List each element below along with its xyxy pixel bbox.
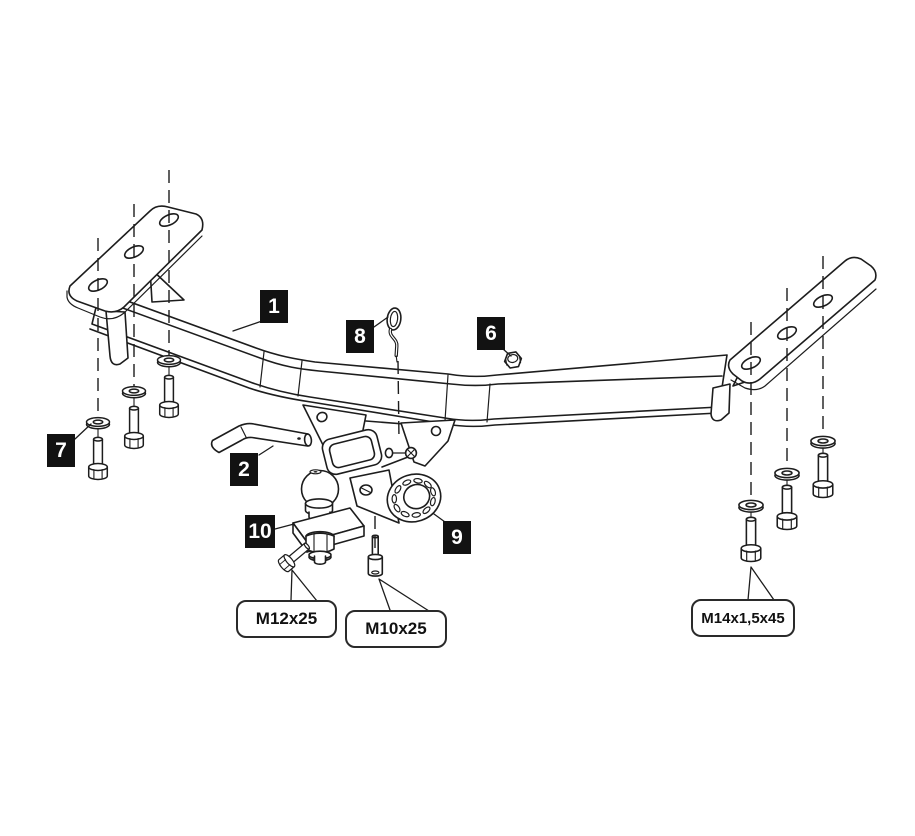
receiver-collar xyxy=(321,428,383,476)
bumper-step-ring xyxy=(349,469,442,524)
ball-mount xyxy=(292,469,365,565)
bolt-spec-callout-m12x25: M12x25 xyxy=(236,600,337,638)
part-label-6: 6 xyxy=(477,317,505,350)
flange-nut xyxy=(503,351,523,369)
part-label-2: 2 xyxy=(230,453,258,486)
part-label-7: 7 xyxy=(47,434,75,467)
r-clip xyxy=(386,307,402,363)
left-plate-flange xyxy=(105,310,129,366)
part-label-10: 10 xyxy=(245,515,275,548)
right-bolt-washer-group xyxy=(738,435,836,563)
ball-mount-nut xyxy=(305,532,335,554)
m12-bolt xyxy=(276,538,314,574)
left-bolt-washer-group xyxy=(85,354,182,481)
part-label-9: 9 xyxy=(443,521,471,554)
crossbeam xyxy=(89,267,749,428)
receiver-bracket xyxy=(302,404,456,476)
right-plate-flange xyxy=(710,383,731,422)
left-beam-rib xyxy=(149,267,185,303)
centerlines xyxy=(97,170,824,548)
ring-arm xyxy=(349,469,400,524)
receiver-pin-hole xyxy=(384,447,394,459)
part-label-8: 8 xyxy=(346,320,374,353)
part-label-1: 1 xyxy=(260,290,288,323)
right-mounting-plate xyxy=(710,256,877,422)
m10-bolt xyxy=(367,534,384,577)
callout-tails xyxy=(290,566,775,612)
bolt-spec-callout-m10x25: M10x25 xyxy=(345,610,447,648)
bolt-spec-callout-m14x1-5x45: M14x1,5x45 xyxy=(691,599,795,637)
label-leader-lines xyxy=(74,316,512,530)
locking-pin-handle xyxy=(210,422,313,454)
right-gusset xyxy=(400,419,456,467)
